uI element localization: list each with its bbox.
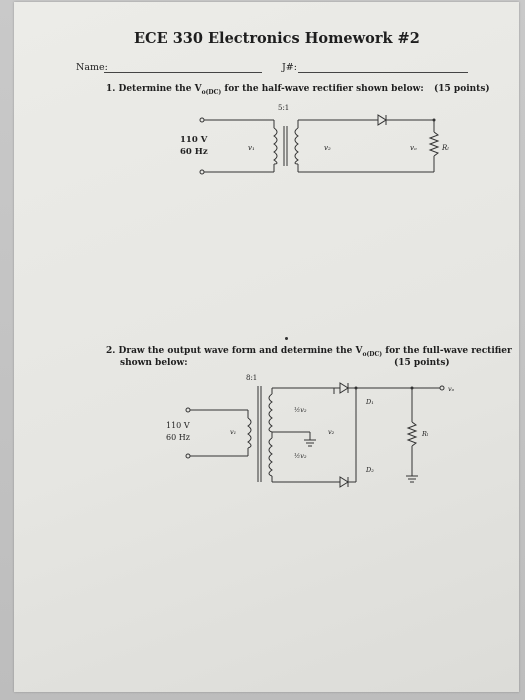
q2-node (354, 386, 358, 390)
q2-lower-secondary-coil (268, 437, 273, 477)
question-2-text-line2: shown below: (120, 358, 188, 368)
q1-source-frequency: 60 Hz (180, 147, 208, 157)
half-wave-rectifier-circuit: 5:1 110 V 60 Hz v₁ v₂ vₒ Rₗ (180, 104, 449, 175)
q2-v1-label: v₁ (230, 428, 236, 436)
jnumber-field-line (298, 72, 468, 73)
q2-source-voltage: 110 V (166, 421, 190, 430)
q2-v2-label: v₂ (328, 428, 335, 436)
q2-half-v2-upper: ½v₂ (294, 406, 307, 414)
question-1-points: (15 points) (434, 84, 490, 94)
q2-source-frequency: 60 Hz (166, 433, 190, 442)
jnumber-label: J#: (282, 62, 297, 73)
q1-diode (377, 114, 387, 126)
stray-mark (285, 337, 288, 340)
q1-terminal-bottom (199, 169, 205, 175)
q1-vo-label: vₒ (410, 144, 417, 152)
q2-load-resistor (406, 421, 418, 447)
question-2-points: (15 points) (394, 358, 450, 368)
q1-primary-coil (273, 127, 278, 165)
q1-turns-ratio: 5:1 (278, 104, 289, 112)
q2-output-terminal (439, 385, 445, 391)
q1-source-voltage: 110 V (180, 135, 208, 145)
q1-terminal-top (199, 117, 205, 123)
q1-load-label: Rₗ (441, 144, 449, 152)
q2-terminal-top (185, 407, 191, 413)
q2-d1-label: D₁ (365, 398, 374, 406)
name-field-line (104, 72, 262, 73)
q1-v1-label: v₁ (248, 144, 255, 152)
full-wave-rectifier-circuit: 8:1 (166, 374, 455, 488)
q2-load-label: Rₗ (421, 430, 429, 438)
q1-secondary-coil (294, 127, 299, 165)
q2-turns-ratio: 8:1 (246, 374, 257, 382)
q1-load-resistor (428, 131, 440, 157)
homework-sheet: ECE 330 Electronics Homework #2 Name: J#… (14, 2, 519, 692)
q2-half-v2-lower: ½v₂ (294, 452, 307, 460)
q1-v2-label: v₂ (324, 144, 331, 152)
q2-upper-secondary-coil (268, 393, 273, 433)
q2-d2-label: D₂ (365, 466, 374, 474)
question-1-text: 1. Determine the Vo(DC) for the half-wav… (106, 84, 424, 96)
q2-diode-d1 (339, 382, 349, 394)
q2-primary-coil (247, 417, 252, 449)
page-title: ECE 330 Electronics Homework #2 (134, 30, 420, 47)
q2-vo-label: vₒ (448, 385, 455, 393)
question-2-text: 2. Draw the output wave form and determi… (106, 346, 512, 358)
name-label: Name: (76, 62, 108, 73)
q2-terminal-bottom (185, 453, 191, 459)
q1-node (432, 118, 436, 122)
q2-diode-d2 (339, 476, 349, 488)
q2-node (410, 386, 414, 390)
